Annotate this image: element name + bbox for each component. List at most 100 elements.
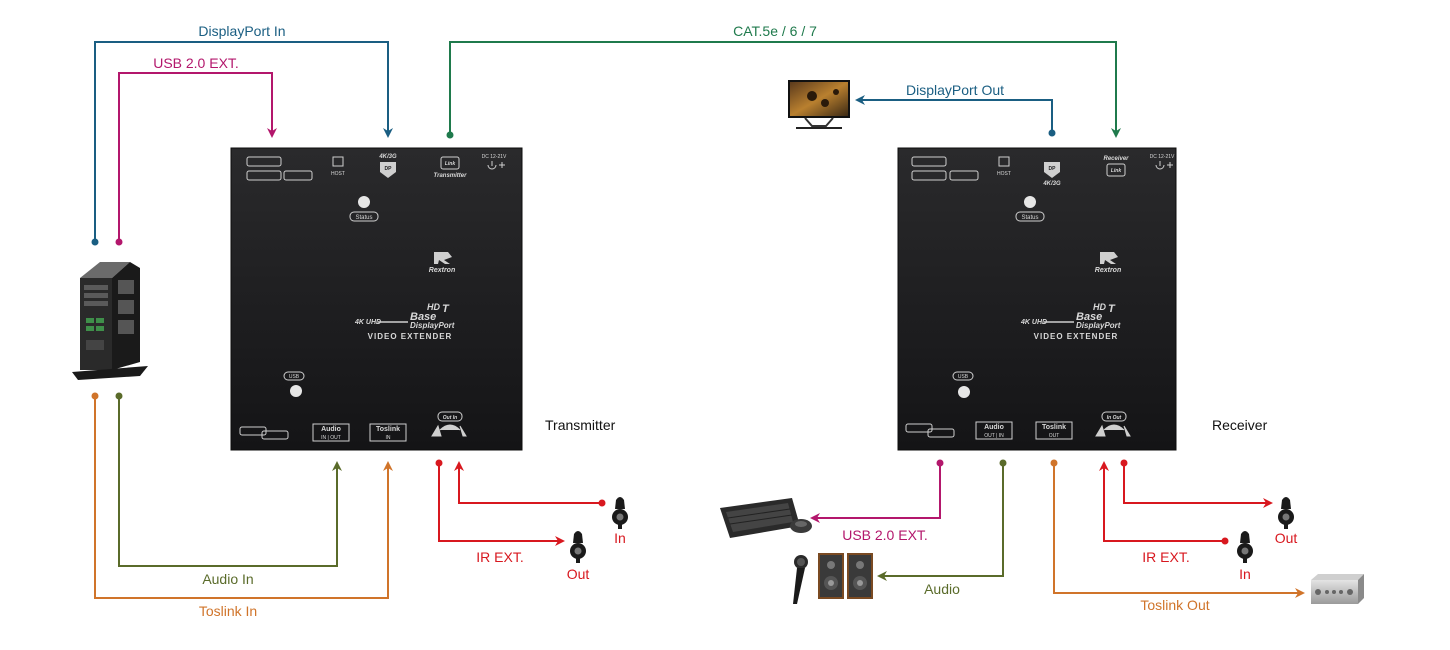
amplifier-icon [1311, 574, 1364, 604]
audio-in-line [118, 396, 342, 567]
audio-in-label: Audio In [202, 571, 253, 587]
usb-in-dot [115, 238, 123, 246]
receiver-device: HOST DP 4K/3G Receiver Link DC 12-21V St… [897, 147, 1177, 451]
audio-port-label: Audio [321, 426, 341, 433]
host-switch-icon [332, 156, 344, 167]
cat-cable-dot [446, 131, 454, 139]
toslink-port-sub-label: OUT [1049, 433, 1060, 439]
usb-led-icon [290, 385, 302, 397]
toslink-out-line [1053, 463, 1305, 598]
res-label: 4K/3G [378, 154, 397, 160]
toslink-out-dot [1050, 459, 1058, 467]
ir-rx-in-dot [1221, 537, 1229, 545]
displayport-in-dot [91, 238, 99, 246]
usb-in-label: USB 2.0 EXT. [153, 55, 239, 71]
transmitter-device: HOST 4K/3G DP Link Transmitter DC 12-21V… [230, 147, 523, 451]
ir-port-icon [1095, 424, 1131, 437]
cat-cable-label: CAT.5e / 6 / 7 [733, 23, 817, 39]
usb-port-icon [246, 156, 313, 181]
ir-sensor-icon [1278, 497, 1294, 529]
power-icon [1155, 161, 1173, 170]
ir-tx-in-dot [598, 499, 606, 507]
ir-rx-out-line [1123, 463, 1273, 508]
audio-port-sub-label: IN | OUT [321, 435, 341, 441]
ir-rx-in-label: In [1239, 566, 1251, 582]
monitor-icon [788, 80, 850, 129]
video-extender-label: VIDEO EXTENDER [368, 332, 453, 341]
uhd-label: 4K UHD [1020, 319, 1047, 326]
speakers-icon [818, 553, 873, 599]
usb-bottom-port-icon [905, 423, 955, 438]
usb-in-line [118, 72, 277, 242]
ir-port-label: In Out [1107, 415, 1122, 421]
keyboard-mouse-icon [720, 498, 812, 538]
brand-label: Rextron [1095, 267, 1121, 274]
link-port-icon [440, 156, 460, 170]
audio-out-line [877, 463, 1004, 581]
toslink-port-label: Toslink [376, 426, 400, 433]
brand-label: Rextron [429, 267, 455, 274]
usb-led-label: USB [958, 374, 969, 380]
uhd-label: 4K UHD [354, 319, 381, 326]
displayport-out-label: DisplayPort Out [906, 82, 1004, 98]
ir-sensor-icon [570, 531, 586, 563]
usb-out-line [810, 463, 941, 523]
usb-out-label: USB 2.0 EXT. [842, 527, 928, 543]
ir-rx-label: IR EXT. [1142, 549, 1189, 565]
ir-rx-out-label: Out [1275, 530, 1298, 546]
audio-port-sub-label: OUT | IN [984, 433, 1004, 439]
link-label: Link [1111, 168, 1121, 174]
base-label: Base [410, 311, 436, 323]
ir-tx-in-label: In [614, 530, 626, 546]
hd-label: HD [1093, 302, 1106, 312]
toslink-in-dot [91, 392, 99, 400]
ir-tx-out-dot [435, 459, 443, 467]
pc-tower-icon [72, 262, 148, 380]
audio-out-label: Audio [924, 581, 960, 597]
ir-tx-out-label: Out [567, 566, 590, 582]
host-label: HOST [997, 171, 1011, 177]
audio-in-dot [115, 392, 123, 400]
status-led-icon [1024, 196, 1036, 208]
usb-led-label: USB [289, 374, 300, 380]
toslink-in-line [94, 396, 393, 599]
usb-port-icon [911, 156, 979, 181]
link-port-icon [1106, 163, 1126, 177]
receiver-label: Receiver [1212, 417, 1268, 433]
status-label: Status [1021, 215, 1038, 221]
brand-logo-icon [434, 252, 452, 264]
video-extender-label: VIDEO EXTENDER [1034, 332, 1119, 341]
ir-sensor-icon [612, 497, 628, 529]
power-label: DC 12-21V [1150, 154, 1175, 160]
ir-port-label: Out In [443, 415, 457, 421]
t-label: T [442, 303, 450, 315]
ir-tx-in-line [454, 461, 602, 504]
audio-port-label: Audio [984, 424, 1004, 431]
toslink-in-label: Toslink In [199, 603, 257, 619]
ir-tx-out-line [438, 463, 565, 546]
toslink-port-label: Toslink [1042, 424, 1066, 431]
status-label: Status [355, 215, 372, 221]
displayport-brand-label: DisplayPort [410, 321, 455, 330]
link-label: Link [445, 161, 455, 167]
brand-logo-icon [1100, 252, 1118, 264]
dp-port-icon [1044, 162, 1060, 178]
displayport-in-line [94, 41, 393, 242]
dp-label: DP [385, 166, 393, 172]
displayport-out-line [855, 95, 1053, 133]
toslink-port-sub-label: IN [386, 435, 391, 441]
transmitter-label: Transmitter [545, 417, 616, 433]
dp-port-icon [380, 162, 396, 178]
t-label: T [1108, 303, 1116, 315]
toslink-out-label: Toslink Out [1140, 597, 1209, 613]
host-switch-icon [998, 156, 1010, 167]
power-icon [487, 161, 505, 170]
ir-rx-in-line [1099, 461, 1225, 542]
usb-led-icon [958, 386, 970, 398]
ir-sensor-icon [1237, 531, 1253, 563]
cat-cable-line [449, 41, 1121, 138]
ir-tx-label: IR EXT. [476, 549, 523, 565]
ir-rx-out-dot [1120, 459, 1128, 467]
displayport-in-label: DisplayPort In [198, 23, 285, 39]
